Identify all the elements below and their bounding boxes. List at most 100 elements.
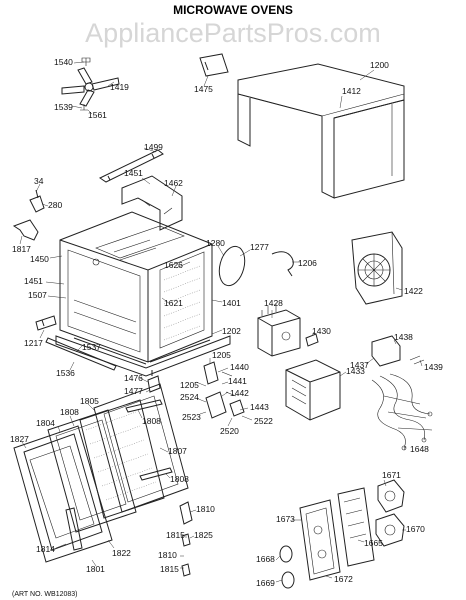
part-label: 1536 (56, 368, 75, 378)
oval-cover-drawing (218, 245, 246, 287)
part-label: 1626 (164, 260, 183, 270)
part-label: 1441 (228, 376, 247, 386)
part-label: 1430 (312, 326, 331, 336)
base-plate-drawing (55, 335, 231, 377)
door-panel-drawing (93, 383, 189, 513)
timer-knob-drawing (375, 479, 405, 547)
part-label: 1669 (256, 578, 275, 588)
part-label: 1668 (256, 554, 275, 564)
diode-capacitor-drawing (371, 335, 425, 367)
part-label: 1665 (364, 538, 383, 548)
part-label: 1507 (28, 290, 47, 300)
part-label: 2520 (220, 426, 239, 436)
part-label: 1815 (160, 564, 179, 574)
part-label: 1561 (88, 110, 107, 120)
transformer-drawing (285, 359, 341, 421)
part-label: 1808 (170, 474, 189, 484)
part-label: 1672 (334, 574, 353, 584)
part-label: 1808 (60, 407, 79, 417)
door-screen-drawing (79, 399, 165, 519)
part-label: 1280 (206, 238, 225, 248)
outer-case-drawing (237, 63, 405, 199)
bracket-drawing (121, 175, 183, 231)
part-label: 2522 (254, 416, 273, 426)
part-label: 1540 (54, 57, 73, 67)
part-label: 1670 (406, 524, 425, 534)
part-label: 1804 (36, 418, 55, 428)
part-label: 2523 (182, 412, 201, 422)
wire-harness-drawing (371, 373, 433, 451)
part-label: 1475 (194, 84, 213, 94)
door-glass-drawing (47, 409, 137, 533)
part-label: 1217 (24, 338, 43, 348)
part-label: 1428 (264, 298, 283, 308)
art-number-footer: (ART NO. WB12083) (12, 591, 78, 598)
part-label: 1443 (250, 402, 269, 412)
part-label: 1807 (168, 446, 187, 456)
part-label: 1476 (124, 373, 143, 383)
part-label: 1537 (82, 342, 101, 352)
part-label: 1401 (222, 298, 241, 308)
bracket-1217-drawing (35, 315, 57, 331)
part-label: 1205 (180, 380, 199, 390)
part-label: 280 (48, 200, 62, 210)
control-panel-drawing (299, 487, 375, 581)
knob-drawing (279, 545, 295, 589)
magnetron-drawing (257, 304, 301, 357)
thermal-cutout-drawing (305, 333, 319, 347)
leader-lines (19, 61, 423, 583)
hinge-drawing (12, 219, 39, 241)
part-label: 1801 (86, 564, 105, 574)
part-label: 1825 (194, 530, 213, 540)
part-label: 1805 (80, 396, 99, 406)
part-label: 1200 (370, 60, 389, 70)
door-handle-drawing (65, 507, 83, 551)
part-label: 1450 (30, 254, 49, 264)
choke-strip-drawing (45, 337, 117, 371)
part-label: 1437 (350, 360, 369, 370)
part-label: 1477 (124, 386, 143, 396)
diagram-title: MICROWAVE OVENS (173, 3, 293, 17)
part-label: 1817 (12, 244, 31, 254)
part-label: 1419 (110, 82, 129, 92)
part-label: 1422 (404, 286, 423, 296)
waveguide-cover-drawing (199, 53, 229, 77)
part-label: 1451 (124, 168, 143, 178)
part-label: 1202 (222, 326, 241, 336)
top-rail-drawing (98, 149, 164, 183)
part-label: 1442 (230, 388, 249, 398)
power-cord-clip-drawing (271, 251, 294, 277)
latch-hook-drawing (29, 189, 45, 213)
part-label: 1462 (164, 178, 183, 188)
part-label: 1499 (144, 142, 163, 152)
interlock-switch-drawing (203, 361, 245, 419)
part-label: 1673 (276, 514, 295, 524)
part-label: 1438 (394, 332, 413, 342)
part-label: 1412 (342, 86, 361, 96)
stirrer-blade-drawing (61, 57, 120, 111)
door-strip-drawing (125, 399, 173, 481)
part-label: 1440 (230, 362, 249, 372)
part-label: 1822 (112, 548, 131, 558)
door-frame-drawing (13, 425, 113, 563)
part-label: 1433 (346, 366, 365, 376)
part-label: 1451 (24, 276, 43, 286)
part-label: 1206 (298, 258, 317, 268)
part-label: 1815 (166, 530, 185, 540)
part-label: 1648 (410, 444, 429, 454)
watermark-text: AppliancePartsPros.com (85, 18, 381, 48)
part-label: 34 (34, 176, 44, 186)
part-label: 1808 (142, 416, 161, 426)
part-label: 2524 (180, 392, 199, 402)
part-label: 1810 (196, 504, 215, 514)
part-labels: 1540 1419 1539 1561 1475 1200 1412 1499 … (10, 57, 443, 588)
part-label: 1671 (382, 470, 401, 480)
oven-cavity-drawing (59, 211, 213, 363)
part-label: 1439 (424, 362, 443, 372)
part-label: 1827 (10, 434, 29, 444)
part-label: 1814 (36, 544, 55, 554)
part-label: 1810 (158, 550, 177, 560)
part-label: 1205 (212, 350, 231, 360)
part-label: 1539 (54, 102, 73, 112)
